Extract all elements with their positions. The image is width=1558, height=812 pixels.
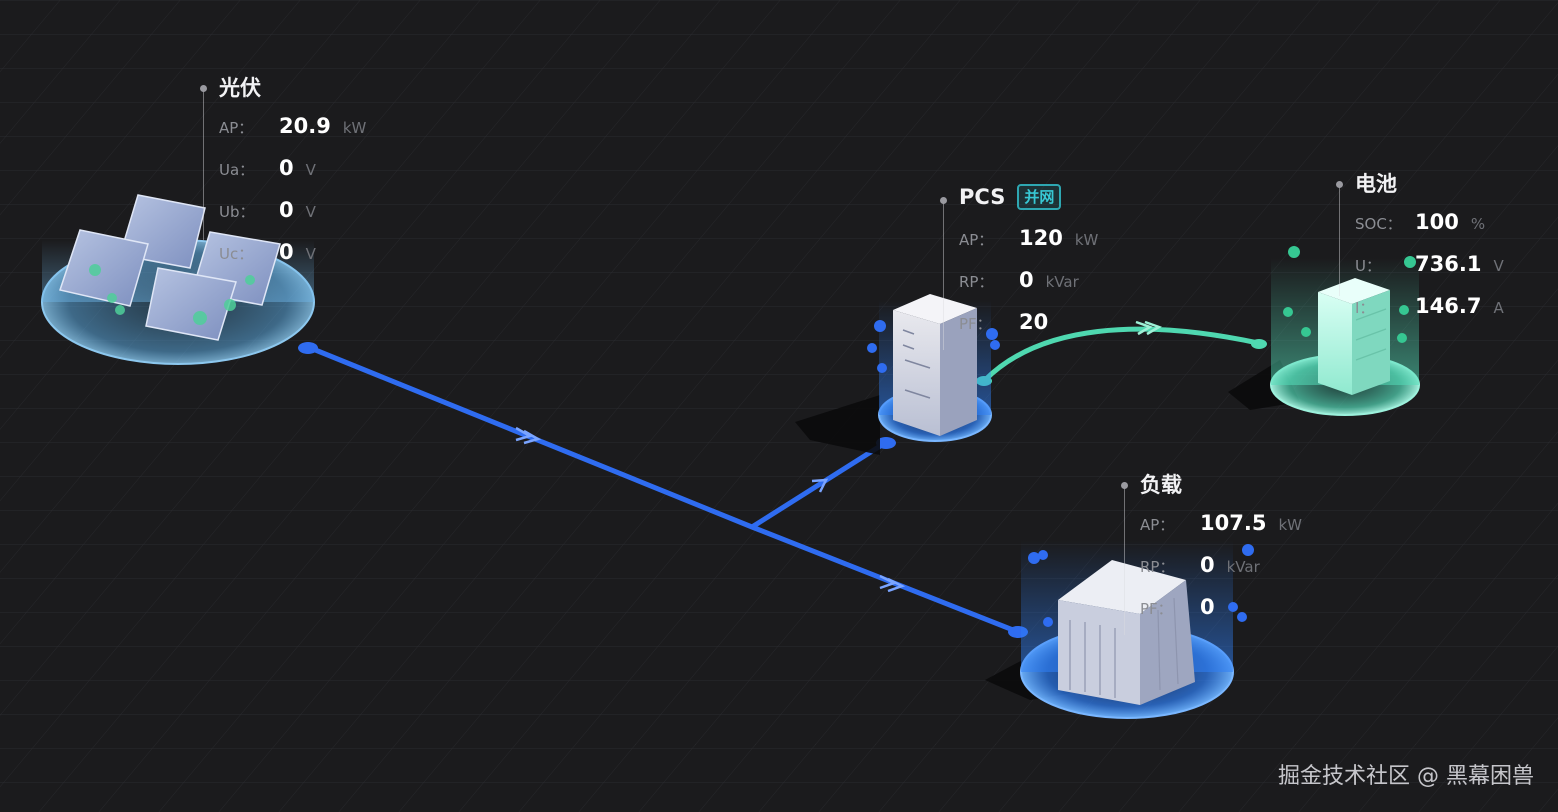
battery-row-i: I： 146.7 A: [1355, 294, 1504, 318]
battery-title: 电池: [1355, 168, 1397, 198]
load-row-ap: AP： 107.5 kW: [1140, 511, 1302, 535]
pv-ua-label: Ua：: [219, 161, 255, 179]
battery-u-value: 736.1: [1415, 252, 1482, 276]
pv-uc-value: 0: [279, 240, 294, 264]
pv-leader-dot: [200, 85, 207, 92]
pcs-ap-value: 120: [1019, 226, 1063, 250]
battery-i-value: 146.7: [1415, 294, 1482, 318]
pv-ub-value: 0: [279, 198, 294, 222]
load-row-pf: PF： 0: [1140, 595, 1227, 619]
battery-soc-label: SOC：: [1355, 215, 1402, 233]
pcs-pf-value: 20: [1019, 310, 1049, 334]
battery-i-unit: A: [1493, 299, 1504, 317]
flow-arrow-icon: [1144, 320, 1162, 336]
battery-particles: [1283, 246, 1416, 343]
pcs-rp-value: 0: [1019, 268, 1034, 292]
connector-node: [1251, 339, 1267, 349]
pv-ub-label: Ub：: [219, 203, 255, 221]
pv-ua-unit: V: [305, 161, 316, 179]
pcs-leader-dot: [940, 197, 947, 204]
pcs-particles: [867, 320, 1000, 373]
pcs-ap-unit: kW: [1074, 231, 1099, 249]
battery-soc-value: 100: [1415, 210, 1459, 234]
pv-row-ap: AP： 20.9 kW: [219, 114, 366, 138]
power-lines: [298, 320, 1267, 638]
flow-arrow-icon: [523, 429, 542, 445]
load-rp-unit: kVar: [1226, 558, 1260, 576]
battery-u-unit: V: [1493, 257, 1504, 275]
battery-row-soc: SOC： 100 %: [1355, 210, 1485, 234]
pcs-title-text: PCS: [959, 185, 1006, 209]
connector-node: [876, 437, 896, 449]
battery-station[interactable]: [1228, 246, 1420, 416]
solar-panel-icon: [59, 194, 281, 341]
load-pf-value: 0: [1200, 595, 1215, 619]
pv-ap-value: 20.9: [279, 114, 331, 138]
pv-ap-unit: kW: [342, 119, 367, 137]
pcs-title: PCS 并网: [959, 184, 1062, 210]
pv-uc-unit: V: [305, 245, 316, 263]
pv-row-ub: Ub： 0 V: [219, 198, 316, 222]
load-ap-label: AP：: [1140, 516, 1175, 534]
battery-title-text: 电池: [1355, 172, 1397, 196]
pcs-pf-label: PF：: [959, 315, 992, 333]
battery-line: [983, 326, 1259, 382]
pv-ua-value: 0: [279, 156, 294, 180]
load-particles: [1028, 544, 1254, 627]
flow-arrow-icon: [811, 478, 829, 493]
pv-row-uc: Uc： 0 V: [219, 240, 316, 264]
pcs-leader-line: [943, 200, 944, 350]
pcs-ap-label: AP：: [959, 231, 994, 249]
battery-leader-line: [1339, 184, 1340, 296]
flow-arrow-icon: [515, 426, 534, 442]
pv-ub-unit: V: [305, 203, 316, 221]
load-row-rp: RP： 0 kVar: [1140, 553, 1260, 577]
pcs-row-pf: PF： 20: [959, 310, 1060, 334]
pv-ap-label: AP：: [219, 119, 254, 137]
pcs-row-ap: AP： 120 kW: [959, 226, 1098, 250]
grid-status-badge: 并网: [1017, 184, 1062, 210]
load-ap-unit: kW: [1278, 516, 1302, 534]
pcs-rp-label: RP：: [959, 273, 994, 291]
flow-arrow-icon: [887, 577, 906, 593]
battery-i-label: I：: [1355, 299, 1375, 317]
watermark: 掘金技术社区 @ 黑幕困兽: [1278, 764, 1534, 789]
pv-particles: [89, 264, 255, 325]
pcs-row-rp: RP： 0 kVar: [959, 268, 1079, 292]
load-rp-label: RP：: [1140, 558, 1175, 576]
battery-u-label: U：: [1355, 257, 1381, 275]
battery-row-u: U： 736.1 V: [1355, 252, 1504, 276]
connector-node: [298, 342, 318, 354]
battery-leader-dot: [1336, 181, 1343, 188]
pv-leader-line: [203, 88, 204, 240]
load-leader-dot: [1121, 482, 1128, 489]
load-title-text: 负载: [1140, 473, 1182, 497]
pcs-rp-unit: kVar: [1045, 273, 1079, 291]
pv-uc-label: Uc：: [219, 245, 254, 263]
pv-title: 光伏: [219, 72, 261, 102]
load-pf-label: PF：: [1140, 600, 1173, 618]
pv-station[interactable]: [41, 194, 315, 365]
load-leader-line: [1124, 485, 1125, 635]
pv-row-ua: Ua： 0 V: [219, 156, 316, 180]
battery-soc-unit: %: [1470, 215, 1486, 233]
load-rp-value: 0: [1200, 553, 1215, 577]
pcs-station[interactable]: [795, 294, 1000, 455]
load-ap-value: 107.5: [1200, 511, 1267, 535]
load-station[interactable]: [985, 540, 1254, 719]
flow-arrow-icon: [1135, 320, 1153, 336]
pcs-branch-line: [750, 440, 887, 530]
load-title: 负载: [1140, 469, 1182, 499]
pv-title-text: 光伏: [219, 76, 261, 100]
